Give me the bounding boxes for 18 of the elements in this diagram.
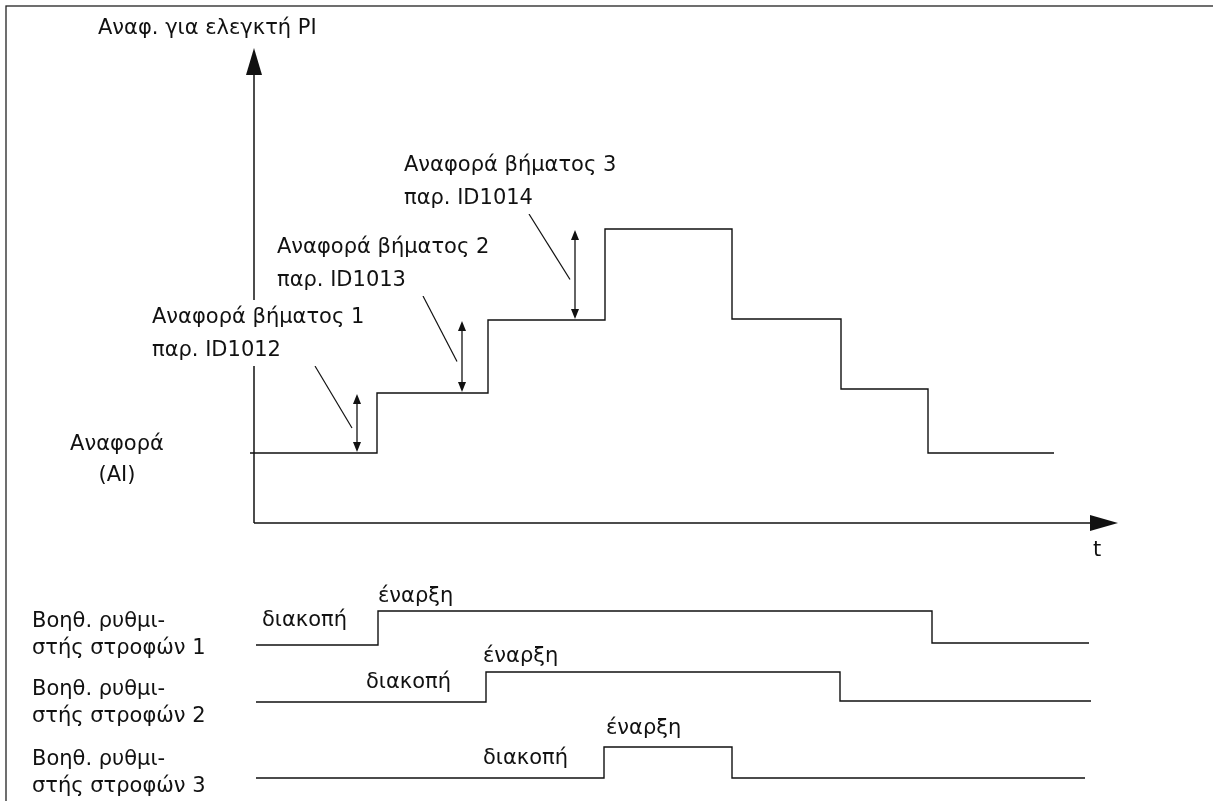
axis-title: Αναφ. για ελεγκτή PI [98,14,317,40]
state-label: διακοπή [366,668,451,694]
leader-line [314,365,353,429]
double-headed-arrow [457,321,467,392]
reference-label: Αναφορά (AI) [69,430,165,488]
state-label: διακοπή [483,744,568,770]
leader-line [528,213,571,281]
state-label: έναρξη [606,714,682,740]
state-label: έναρξη [483,642,559,668]
state-label: διακοπή [262,606,347,632]
leader-line [422,295,458,363]
double-headed-arrow [352,394,362,452]
signal-label: Βοηθ. ρυθμι- στής στροφών 2 [32,675,207,729]
signal-label: Βοηθ. ρυθμι- στής στροφών 3 [32,745,207,799]
axis-label: t [1093,536,1102,562]
state-label: έναρξη [378,582,454,608]
double-headed-arrow [570,230,580,319]
signal-label: Βοηθ. ρυθμι- στής στροφών 1 [32,607,207,661]
